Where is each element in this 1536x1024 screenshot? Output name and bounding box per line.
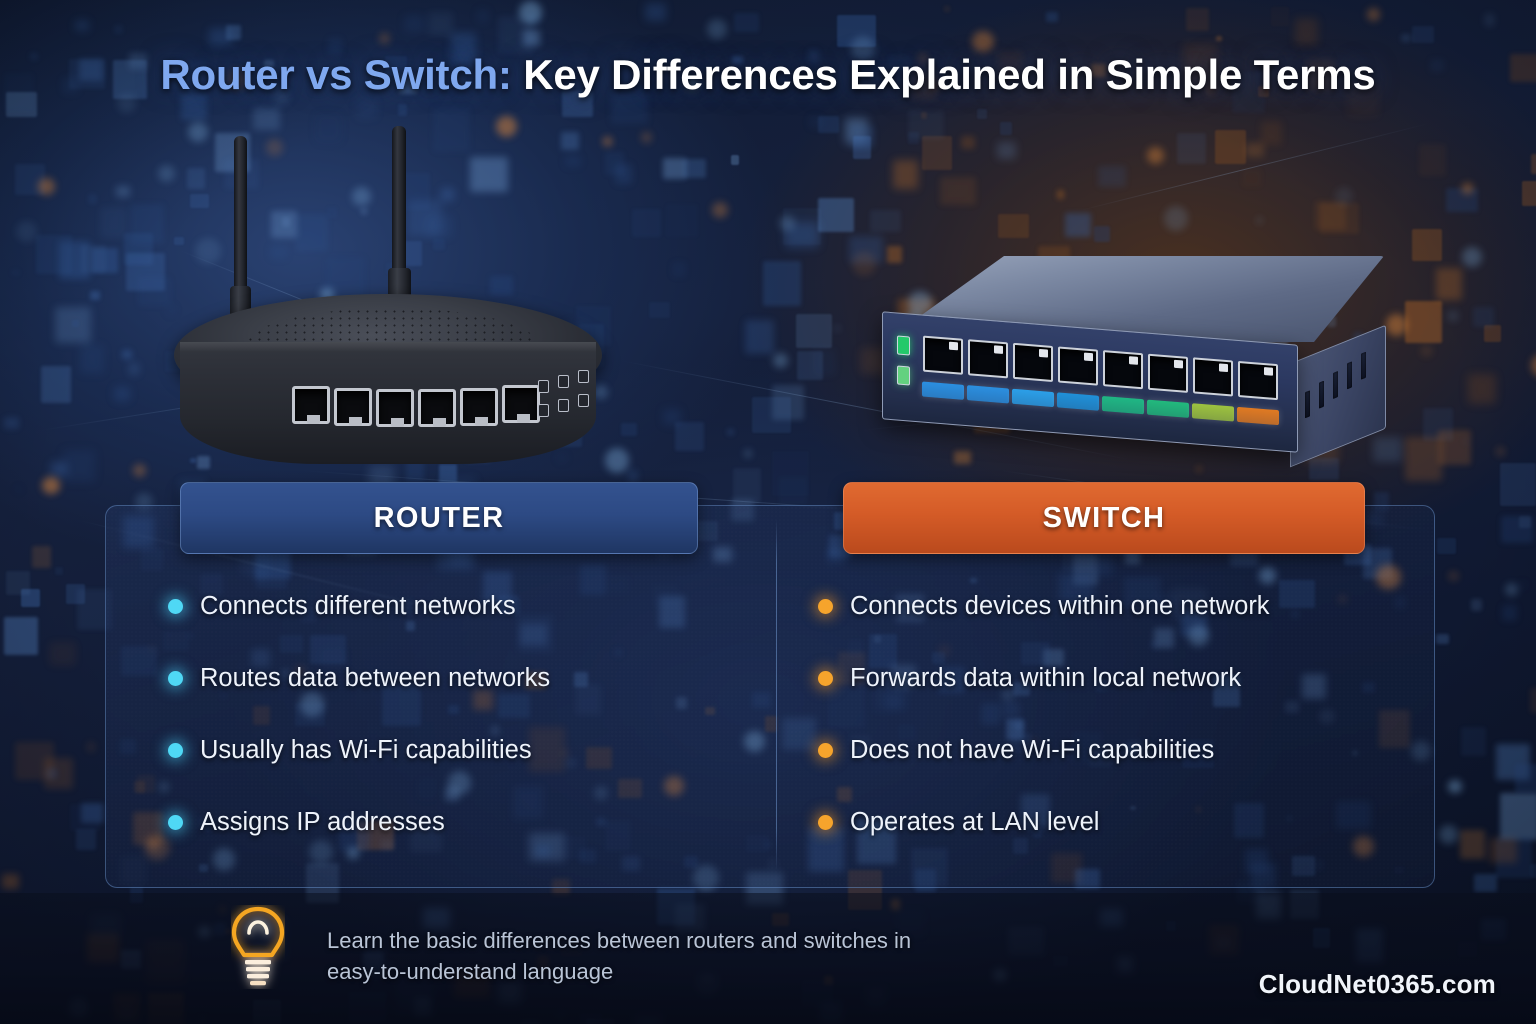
list-item: Connects different networks — [168, 570, 768, 642]
list-item: Routes data between networks — [168, 642, 768, 714]
switch-status-led — [897, 365, 910, 386]
router-front-panel — [180, 342, 596, 464]
switch-bullet-dot-icon — [818, 814, 833, 830]
router-indicator-led — [558, 375, 569, 388]
router-bullet-dot-icon — [168, 670, 183, 686]
router-indicator-led — [538, 380, 549, 393]
list-item-label: Assigns IP addresses — [200, 807, 445, 836]
router-antenna-right — [392, 126, 406, 294]
list-item: Forwards data within local network — [818, 642, 1438, 714]
list-item-label: Routes data between networks — [200, 663, 551, 692]
switch-port-led — [1147, 399, 1189, 418]
router-port — [502, 385, 540, 423]
list-item-label: Connects devices within one network — [850, 591, 1270, 620]
comparison-panel — [105, 505, 1435, 888]
switch-port — [1238, 360, 1278, 401]
router-antenna-left — [234, 136, 247, 311]
list-item-label: Connects different networks — [200, 591, 516, 620]
switch-port — [1148, 353, 1188, 393]
page-title-rest: Key Differences Explained in Simple Term… — [511, 51, 1376, 98]
switch-port — [923, 335, 963, 375]
router-port — [334, 388, 372, 426]
router-bullet-dot-icon — [168, 742, 183, 758]
router-port — [292, 386, 330, 424]
page-title-accent: Router vs Switch: — [160, 51, 512, 98]
switch-port-led — [1192, 403, 1234, 422]
switch-port — [1103, 350, 1143, 390]
list-item: Usually has Wi-Fi capabilities — [168, 714, 768, 786]
switch-port — [968, 339, 1008, 379]
switch-port-led — [922, 381, 964, 400]
switch-device — [866, 256, 1422, 468]
lightbulb-icon — [231, 905, 285, 989]
switch-port-led — [967, 385, 1009, 404]
router-indicator-led — [578, 370, 589, 383]
list-item-label: Usually has Wi-Fi capabilities — [200, 735, 532, 764]
switch-status-led — [897, 335, 910, 356]
list-item: Assigns IP addresses — [168, 786, 768, 858]
router-column-badge: ROUTER — [180, 482, 698, 554]
router-device — [168, 126, 608, 464]
brand-watermark: CloudNet0365.com — [1258, 969, 1496, 999]
footer-band — [0, 893, 1536, 1024]
router-bullet-dot-icon — [168, 598, 183, 614]
router-port — [418, 389, 456, 427]
panel-divider — [776, 520, 778, 870]
switch-port-led — [1057, 392, 1099, 411]
router-port — [376, 389, 414, 427]
switch-port — [1013, 342, 1053, 383]
switch-port-led — [1102, 395, 1144, 415]
list-item-label: Does not have Wi-Fi capabilities — [850, 735, 1215, 764]
list-item: Operates at LAN level — [818, 786, 1438, 858]
list-item: Does not have Wi-Fi capabilities — [818, 714, 1438, 786]
switch-bullet-dot-icon — [818, 742, 833, 758]
list-item-label: Forwards data within local network — [850, 663, 1242, 692]
switch-port — [1193, 357, 1233, 397]
router-indicator-led — [558, 399, 569, 412]
list-item-label: Operates at LAN level — [850, 807, 1100, 836]
switch-port-led — [1012, 388, 1054, 408]
router-indicator-led — [538, 404, 549, 417]
router-indicator-led — [578, 394, 589, 407]
router-port — [460, 388, 498, 426]
page-title: Router vs Switch: Key Differences Explai… — [95, 48, 1441, 103]
switch-bullet-dot-icon — [818, 598, 833, 614]
footer-note: Learn the basic differences between rout… — [327, 928, 912, 985]
switch-column-badge: SWITCH — [843, 482, 1365, 554]
switch-bullet-dot-icon — [818, 670, 833, 686]
router-bullet-dot-icon — [168, 814, 183, 830]
switch-port — [1058, 346, 1098, 386]
switch-port-led — [1237, 406, 1279, 426]
switch-side-panel — [1290, 324, 1386, 468]
list-item: Connects devices within one network — [818, 570, 1438, 642]
